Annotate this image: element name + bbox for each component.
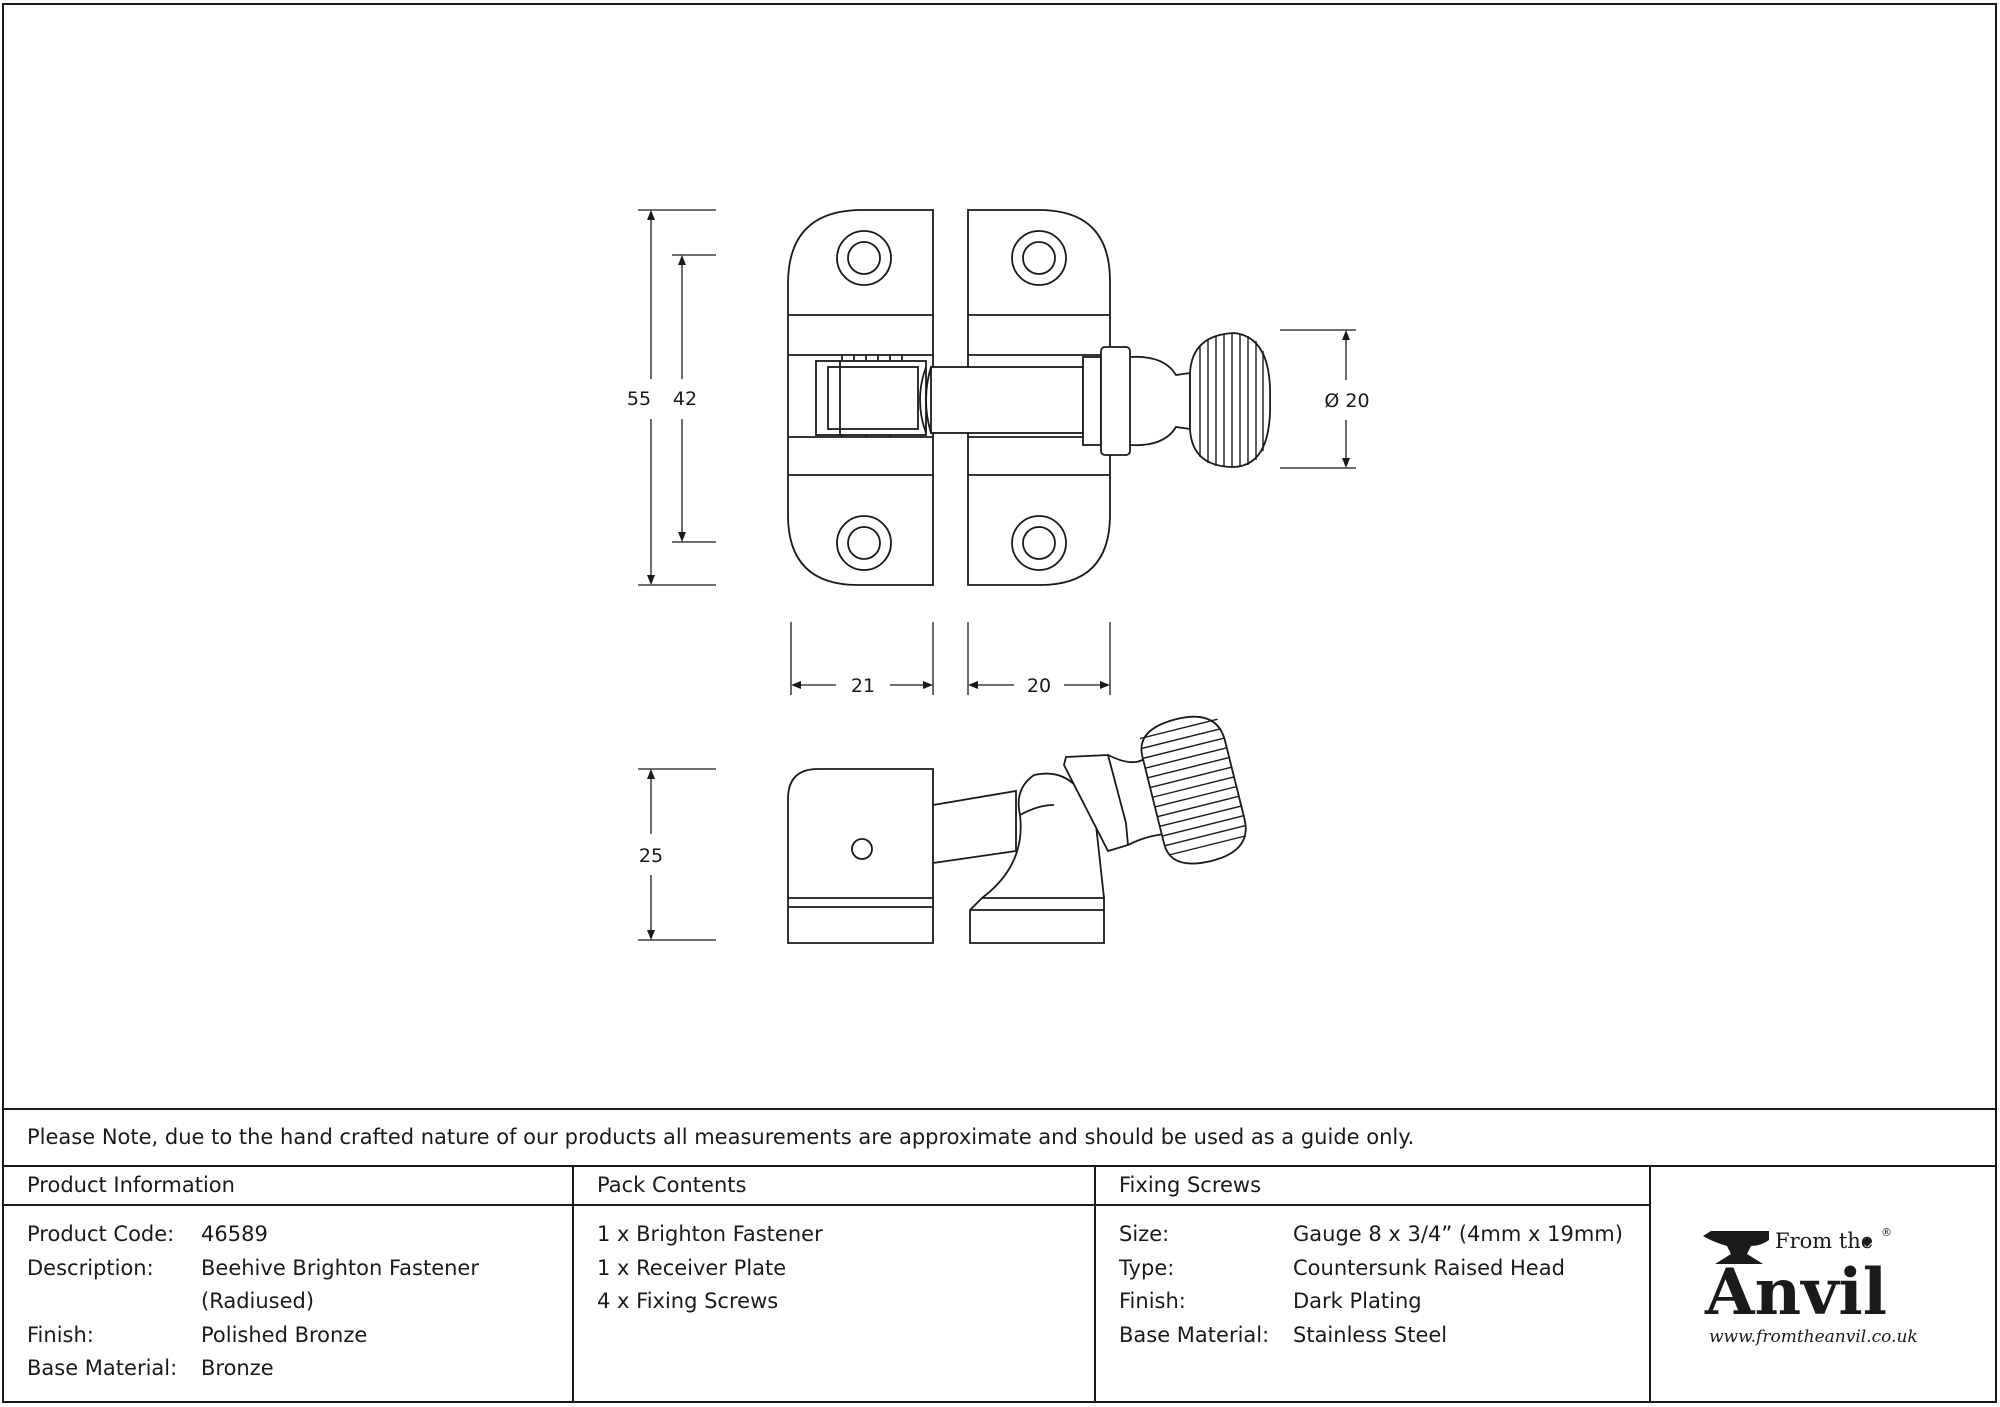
bolt bbox=[930, 366, 1084, 434]
dim-height-55: 55 bbox=[627, 388, 651, 410]
fastener-plate-outline bbox=[967, 209, 1111, 586]
info-row: Finish:Dark Plating bbox=[1119, 1289, 1422, 1313]
product-information-panel: Product Information Product Code:46589 D… bbox=[4, 1166, 572, 1403]
measurement-note: Please Note, due to the hand crafted nat… bbox=[4, 1108, 1995, 1167]
info-row: (Radiused) bbox=[201, 1289, 315, 1313]
logo-from-the: From the bbox=[1775, 1229, 1873, 1253]
fastener-base-side bbox=[969, 897, 1105, 944]
info-row: Type:Countersunk Raised Head bbox=[1119, 1255, 1565, 1280]
column-divider bbox=[1649, 1166, 1651, 1403]
receiver-plate-outline bbox=[787, 209, 934, 586]
technical-drawing: 55 42 Ø 20 21 20 25 bbox=[627, 209, 1370, 944]
dim-hole-centres-42: 42 bbox=[673, 388, 697, 410]
logo-registered-mark: ® bbox=[1881, 1226, 1892, 1239]
list-item: 4 x Fixing Screws bbox=[597, 1289, 779, 1313]
dim-knob-diameter: Ø 20 bbox=[1324, 390, 1369, 412]
logo-url: www.fromtheanvil.co.uk bbox=[1709, 1327, 1918, 1347]
anvil-icon bbox=[1703, 1231, 1769, 1264]
pack-contents-panel: Pack Contents 1 x Brighton Fastener 1 x … bbox=[574, 1166, 1094, 1403]
info-row: Base Material:Stainless Steel bbox=[1119, 1322, 1448, 1347]
list-item: 1 x Brighton Fastener bbox=[597, 1222, 823, 1246]
pack-contents-heading: Pack Contents bbox=[574, 1166, 1094, 1206]
info-row: Size:Gauge 8 x 3/4” (4mm x 19mm) bbox=[1119, 1222, 1623, 1246]
fixing-screws-heading: Fixing Screws bbox=[1096, 1166, 1649, 1206]
dim-side-height-25: 25 bbox=[639, 845, 663, 867]
beehive-knob-side bbox=[1139, 715, 1247, 865]
info-row: Description:Beehive Brighton Fastener bbox=[27, 1255, 479, 1280]
column-divider bbox=[1094, 1166, 1096, 1403]
from-the-anvil-logo: From the ® Anvil www.fromtheanvil.co.uk bbox=[1651, 1166, 1995, 1403]
screw-hole bbox=[1011, 515, 1067, 571]
screw-hole bbox=[836, 230, 892, 286]
screw-hole bbox=[1011, 230, 1067, 286]
fixing-screws-panel: Fixing Screws Size:Gauge 8 x 3/4” (4mm x… bbox=[1096, 1166, 1649, 1403]
logo-anvil: Anvil bbox=[1704, 1255, 1887, 1330]
product-information-heading: Product Information bbox=[4, 1166, 572, 1206]
diamond-icon bbox=[1862, 1237, 1872, 1247]
list-item: 1 x Receiver Plate bbox=[597, 1255, 787, 1280]
dim-plate-width-left: 21 bbox=[851, 675, 875, 697]
dim-plate-width-right: 20 bbox=[1027, 675, 1051, 697]
column-divider bbox=[572, 1166, 574, 1403]
beehive-knob bbox=[1189, 332, 1271, 468]
info-row: Finish:Polished Bronze bbox=[27, 1322, 368, 1347]
screw-hole bbox=[836, 515, 892, 571]
info-row: Product Code:46589 bbox=[27, 1222, 268, 1246]
drawing-sheet: 55 42 Ø 20 21 20 25 Please Note, due to … bbox=[2, 3, 1997, 1403]
info-row: Base Material:Bronze bbox=[27, 1356, 274, 1380]
receiver-block-side bbox=[787, 768, 934, 944]
